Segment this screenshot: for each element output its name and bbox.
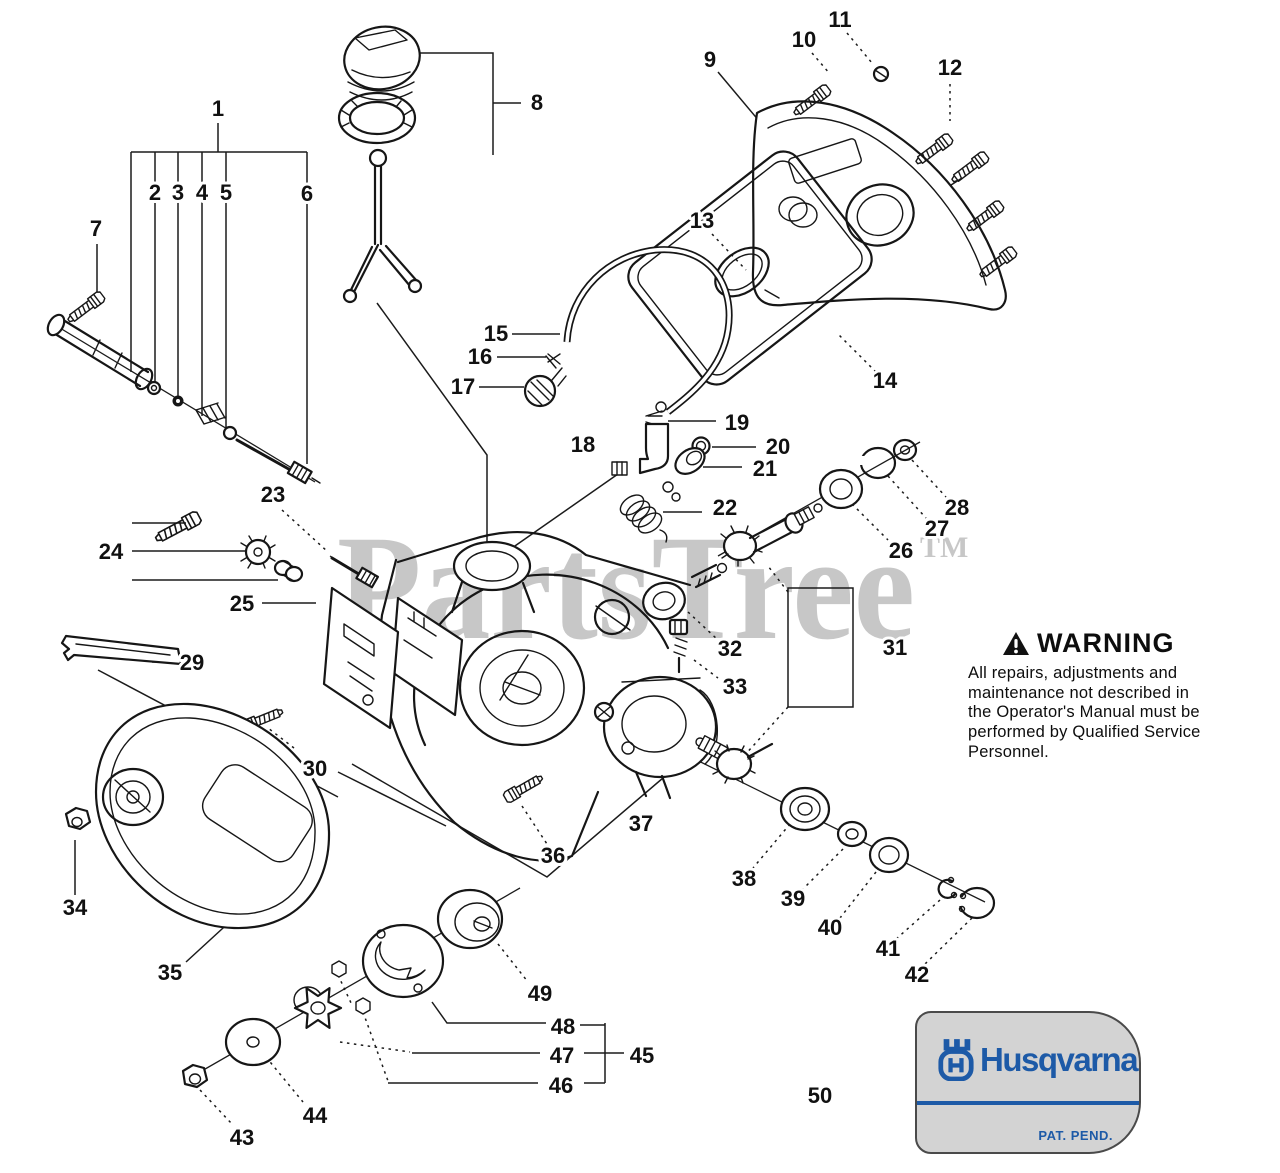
exploded-axes bbox=[54, 324, 986, 1081]
patent-pending-label: PAT. PEND. bbox=[1038, 1128, 1113, 1143]
fuel-cap-drawing bbox=[337, 25, 423, 304]
worm-bearing-train-drawing bbox=[695, 735, 996, 920]
part-label-21: 21 bbox=[753, 456, 777, 481]
part-label-42: 42 bbox=[905, 962, 929, 987]
warning-title: WARNING bbox=[1037, 628, 1175, 658]
gasket-drawing bbox=[627, 150, 873, 386]
part-label-19: 19 bbox=[725, 410, 749, 435]
part-label-1: 1 bbox=[212, 96, 224, 121]
part-label-44: 44 bbox=[303, 1103, 328, 1128]
part-label-12: 12 bbox=[938, 55, 962, 80]
part-label-17: 17 bbox=[451, 374, 475, 399]
husqvarna-wordmark: Husqvarna bbox=[980, 1041, 1139, 1078]
pump-gear-drawing bbox=[720, 438, 918, 567]
part-label-22: 22 bbox=[713, 495, 737, 520]
part-label-24: 24 bbox=[99, 539, 124, 564]
part-label-43: 43 bbox=[230, 1125, 254, 1150]
part-label-29: 29 bbox=[180, 650, 204, 675]
adjuster-stud-drawing bbox=[330, 556, 380, 589]
watermark-tm: TM bbox=[920, 531, 968, 564]
part-label-36: 36 bbox=[541, 843, 565, 868]
part-label-14: 14 bbox=[873, 368, 898, 393]
clutch-cover-drawing bbox=[64, 702, 331, 930]
starter-cover-drawing bbox=[751, 65, 1019, 311]
husqvarna-badge: Husqvarna PAT. PEND. bbox=[915, 1011, 1141, 1154]
part-label-27: 27 bbox=[925, 516, 949, 541]
part-label-49: 49 bbox=[528, 981, 552, 1006]
vent-line-drawing bbox=[46, 289, 321, 485]
part-label-15: 15 bbox=[484, 321, 508, 346]
warning-title-row: WARNING bbox=[1002, 628, 1258, 659]
part-label-25: 25 bbox=[230, 591, 254, 616]
husqvarna-logo-row: Husqvarna bbox=[937, 1039, 1139, 1081]
warning-line: All repairs, adjustments and bbox=[968, 664, 1178, 682]
guide-plate-drawing bbox=[152, 509, 464, 730]
part-label-26: 26 bbox=[889, 538, 913, 563]
part-label-38: 38 bbox=[732, 866, 756, 891]
crankcase-drawing bbox=[378, 531, 718, 862]
part-label-47: 47 bbox=[550, 1043, 574, 1068]
warning-line: performed by Qualified Service bbox=[968, 723, 1201, 742]
part-label-34: 34 bbox=[63, 895, 88, 920]
part-label-6: 6 bbox=[301, 181, 313, 206]
warning-line: Personnel. bbox=[968, 742, 1049, 761]
part-label-31: 31 bbox=[883, 635, 907, 660]
part-label-20: 20 bbox=[766, 434, 790, 459]
bearing32-drawing bbox=[642, 562, 728, 621]
part-label-30: 30 bbox=[303, 756, 327, 781]
part-label-16: 16 bbox=[468, 344, 492, 369]
part-label-5: 5 bbox=[220, 180, 232, 205]
part-label-11: 11 bbox=[828, 7, 851, 32]
part-label-8: 8 bbox=[531, 90, 543, 115]
part-label-50: 50 bbox=[808, 1083, 832, 1108]
part-label-3: 3 bbox=[172, 180, 184, 205]
part-label-28: 28 bbox=[945, 495, 969, 520]
part-label-9: 9 bbox=[704, 47, 716, 72]
part-label-18: 18 bbox=[571, 432, 595, 457]
part-label-48: 48 bbox=[551, 1014, 575, 1039]
warning-line: maintenance not described in bbox=[968, 683, 1190, 702]
part-label-35: 35 bbox=[158, 960, 182, 985]
oil-pump-spring bbox=[619, 494, 668, 543]
part-label-10: 10 bbox=[792, 27, 816, 52]
part-label-41: 41 bbox=[876, 936, 900, 961]
bumper-spike-drawing bbox=[60, 634, 183, 666]
part-label-32: 32 bbox=[718, 636, 742, 661]
elbow-fitting-drawing bbox=[611, 401, 711, 543]
part-label-46: 46 bbox=[549, 1073, 573, 1098]
warning-text: All repairs, adjustments and maintenance… bbox=[968, 664, 1258, 763]
screw33-drawing bbox=[668, 618, 689, 674]
warning-line: the Operator's Manual must be bbox=[968, 703, 1200, 722]
husqvarna-crown-icon bbox=[938, 1039, 974, 1081]
warning-note: WARNING All repairs, adjustments and mai… bbox=[968, 628, 1258, 763]
badge-rule bbox=[917, 1101, 1139, 1105]
part-label-4: 4 bbox=[196, 180, 209, 205]
sprocket-assembly-drawing bbox=[181, 888, 504, 1089]
part-label-33: 33 bbox=[723, 674, 747, 699]
part-label-23: 23 bbox=[261, 482, 285, 507]
part-label-40: 40 bbox=[818, 915, 842, 940]
part-label-2: 2 bbox=[149, 180, 161, 205]
part-label-37: 37 bbox=[629, 811, 653, 836]
part-label-45: 45 bbox=[630, 1043, 654, 1068]
part-label-39: 39 bbox=[781, 886, 805, 911]
part-label-13: 13 bbox=[690, 208, 714, 233]
part-label-7: 7 bbox=[90, 216, 102, 241]
warning-icon bbox=[1003, 632, 1029, 655]
fuel-hose-drawing bbox=[523, 246, 733, 415]
